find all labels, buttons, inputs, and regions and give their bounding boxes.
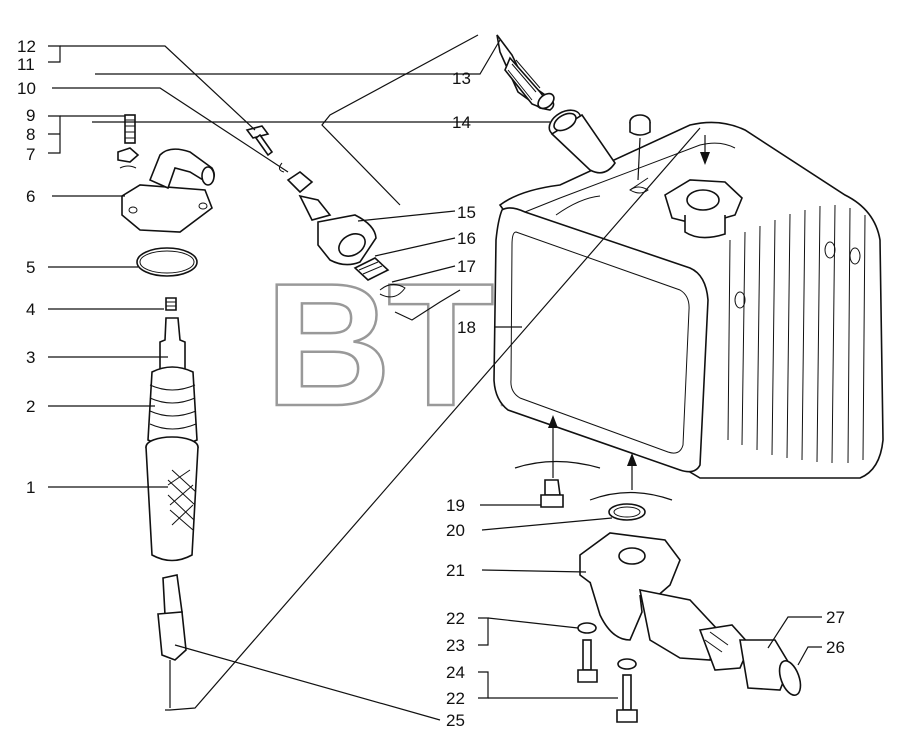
label-3: 3	[26, 348, 35, 367]
label-16: 16	[457, 229, 476, 248]
label-25: 25	[446, 711, 465, 730]
fuel-tank	[493, 121, 884, 479]
label-17: 17	[457, 257, 476, 276]
leader-lines	[48, 34, 822, 721]
label-23: 23	[446, 636, 465, 655]
label-24: 24	[446, 663, 465, 682]
label-5: 5	[26, 258, 35, 277]
label-1: 1	[26, 478, 35, 497]
label-10: 10	[17, 79, 36, 98]
part-26-27-o-ring	[778, 660, 802, 696]
part-5-o-ring	[136, 247, 198, 277]
part-22-23-bolt	[577, 622, 598, 683]
part-25-coupling	[157, 574, 187, 661]
label-20: 20	[446, 521, 465, 540]
label-9: 9	[26, 106, 35, 125]
part-4-spring	[165, 297, 177, 311]
label-11: 11	[17, 55, 35, 74]
label-15: 15	[457, 203, 476, 222]
part-7-8-nut-washer	[117, 147, 140, 169]
part-13-filter-sleeve	[496, 34, 555, 111]
part-24-22-bolt	[616, 658, 638, 723]
label-22-upper: 22	[446, 609, 465, 628]
part-21-outlet-housing	[579, 532, 791, 691]
label-18: 18	[457, 318, 476, 337]
part-3-rod	[159, 317, 186, 373]
label-22-lower: 22	[446, 689, 465, 708]
label-19: 19	[446, 496, 465, 515]
part-19-plug	[540, 479, 564, 508]
label-4: 4	[26, 300, 35, 319]
part-20-gasket	[608, 503, 646, 521]
label-26: 26	[826, 638, 845, 657]
label-13: 13	[452, 69, 471, 88]
part-14-vent-plug	[629, 114, 651, 191]
parts-15-17-connector	[245, 125, 406, 298]
part-9-stud	[124, 114, 136, 144]
label-2: 2	[26, 397, 35, 416]
label-6: 6	[26, 187, 35, 206]
label-7: 7	[26, 145, 35, 164]
part-6-cover-with-pipe	[121, 148, 216, 233]
callout-labels: 12 11 10 9 8 7 6 5 4 3 2 1 13 14 15 16 1…	[17, 37, 845, 730]
label-14: 14	[452, 113, 471, 132]
label-27: 27	[826, 608, 845, 627]
part-14-filler-neck	[548, 109, 616, 174]
label-21: 21	[446, 561, 465, 580]
label-12: 12	[17, 37, 36, 56]
part-2-filter-element	[147, 366, 198, 447]
label-8: 8	[26, 125, 35, 144]
part-1-strainer-body	[145, 436, 199, 562]
